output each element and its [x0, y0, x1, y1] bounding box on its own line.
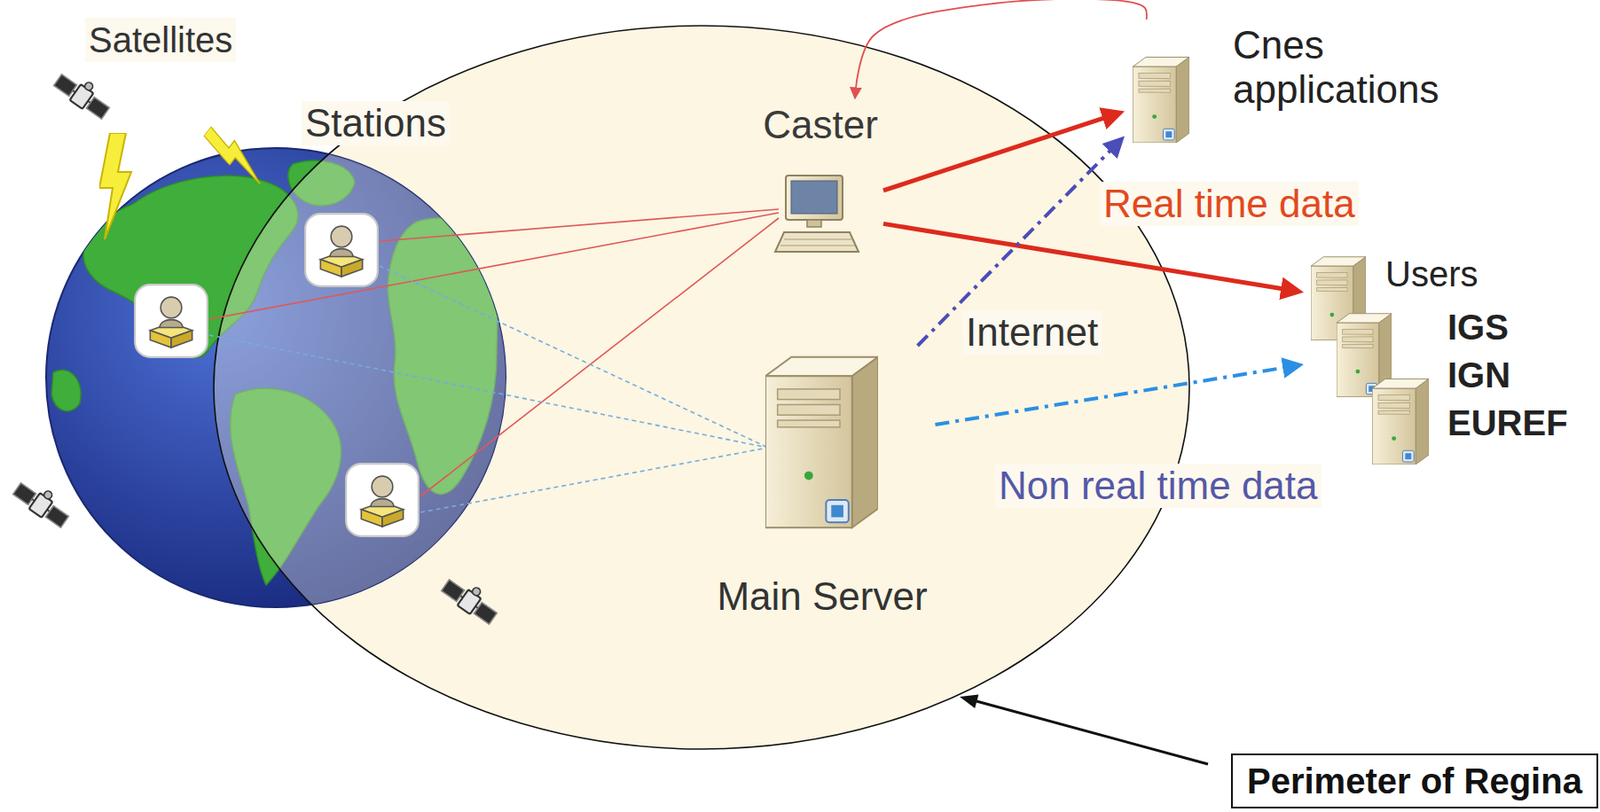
edge-label: Real time data	[1099, 181, 1359, 227]
data-flow-arrow	[883, 223, 1288, 290]
leader-arrow	[959, 695, 1208, 766]
satellite-icon	[52, 66, 116, 122]
computer-icon-part	[785, 175, 843, 220]
data-flow-arrow	[883, 116, 1110, 191]
signal-bolt	[199, 124, 273, 189]
node-title: Caster	[762, 102, 879, 148]
computer-icon-part	[791, 180, 838, 214]
caster-node: Caster	[757, 99, 884, 259]
computer-icon-part	[780, 245, 855, 247]
station-icon	[305, 213, 378, 287]
station-links	[209, 209, 779, 513]
perimeter-outline	[213, 25, 1190, 750]
server-node: Main Server	[709, 345, 936, 623]
network-label: Internet	[962, 310, 1102, 355]
perimeter-ground	[213, 25, 1190, 750]
server-icon	[1372, 378, 1429, 465]
computer-icon	[775, 175, 859, 252]
node-title: Perimeter of Regina	[1247, 760, 1583, 802]
station-links-part	[379, 266, 769, 448]
signal-bolt	[99, 133, 132, 240]
signal-bolt-part	[199, 124, 273, 189]
edge-label: Non real time data	[995, 463, 1322, 509]
node-title: Cnes applications	[1232, 23, 1439, 112]
node-title: Main Server	[716, 574, 927, 620]
station-links-part	[420, 218, 779, 497]
station-links-part	[209, 335, 769, 448]
earth-globe-part-part	[51, 369, 81, 411]
node-text: IGN	[1447, 351, 1511, 400]
leader-arrow-part	[959, 695, 979, 709]
server-node: Cnes applications	[1124, 19, 1451, 155]
server-icon	[1132, 56, 1190, 143]
group-label: Stations	[301, 101, 450, 146]
callout-box: Perimeter of Regina	[1231, 753, 1599, 809]
computer-icon-part	[807, 219, 822, 228]
group-label: Satellites	[85, 17, 236, 63]
users-node: UsersIGSIGNEUREF	[1303, 248, 1576, 472]
satellite-icon	[11, 475, 75, 531]
leader-arrow-part	[976, 701, 1208, 765]
satellite-icon	[439, 572, 503, 628]
station-links-part	[420, 447, 769, 513]
main-server-icon	[765, 357, 879, 528]
data-flow-arrow	[855, 0, 1147, 92]
node-text: EUREF	[1447, 399, 1569, 448]
station-icon	[345, 463, 419, 537]
node-title: Users	[1385, 251, 1478, 297]
computer-icon-part	[784, 239, 852, 241]
data-flow-arrow	[935, 367, 1290, 425]
station-links-part	[209, 212, 779, 320]
station-links-part	[379, 209, 779, 242]
computer-icon-part	[775, 232, 859, 252]
station-icon	[134, 284, 208, 358]
perimeter-tint	[213, 25, 1190, 750]
node-text: IGS	[1447, 303, 1509, 352]
